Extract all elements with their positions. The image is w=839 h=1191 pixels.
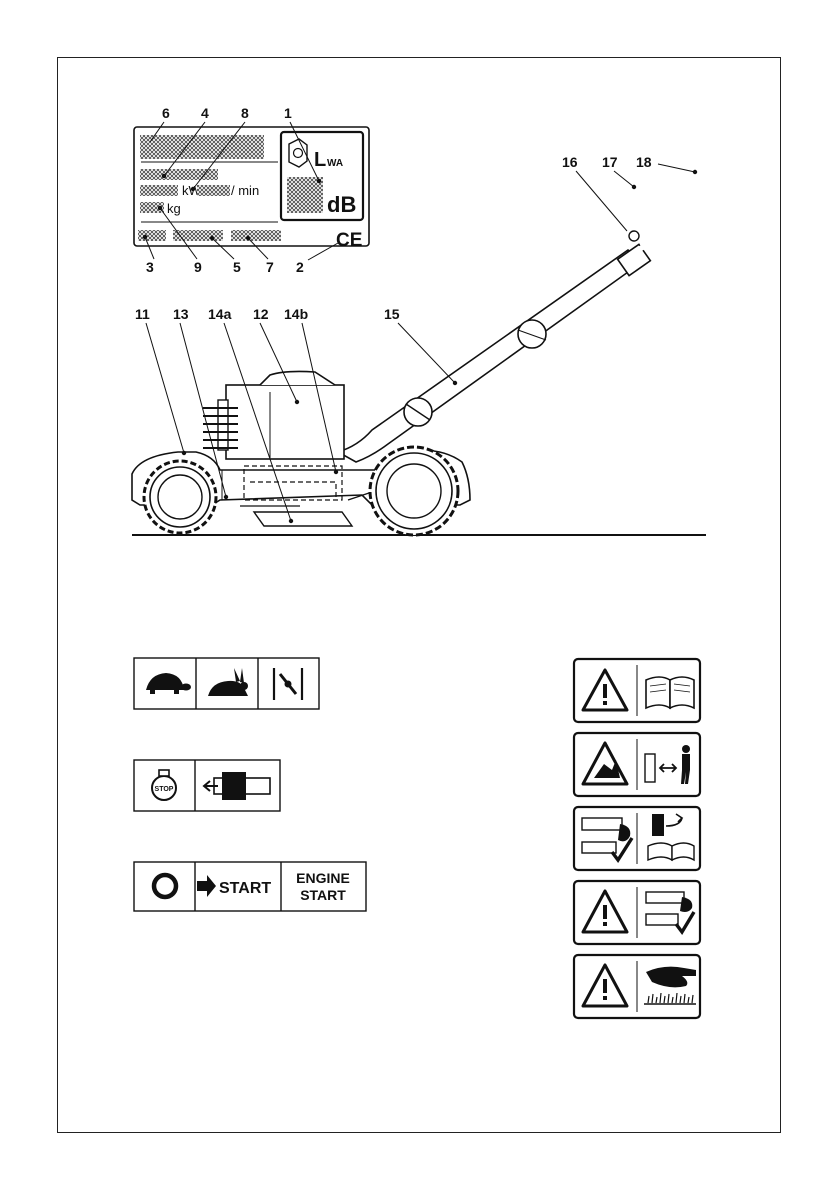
field-3 — [138, 230, 166, 241]
start-symbol-strip: START ENGINE START — [134, 862, 366, 911]
field-7 — [231, 230, 281, 241]
callout-13: 13 — [173, 306, 189, 322]
callout-7: 7 — [266, 259, 274, 275]
callout-14a: 14a — [208, 306, 232, 322]
mulching-plug — [254, 512, 352, 526]
sound-power-box: L WA dB — [281, 132, 363, 220]
speed-field — [197, 185, 230, 196]
stop-label: STOP — [155, 786, 174, 793]
manufacturer-field — [140, 135, 264, 159]
callout-2: 2 — [296, 259, 304, 275]
callout-18: 18 — [636, 154, 652, 170]
callout-9: 9 — [194, 259, 202, 275]
mass-unit-label: kg — [167, 201, 181, 216]
speed-symbol-strip — [134, 658, 319, 709]
stop-symbol-strip: STOP — [134, 760, 280, 811]
lwa-symbol-sub: WA — [327, 158, 343, 169]
speaker-icon — [289, 139, 307, 167]
front-wheel — [144, 461, 216, 533]
callout-12: 12 — [253, 306, 269, 322]
callout-5: 5 — [233, 259, 241, 275]
callout-16: 16 — [562, 154, 578, 170]
blade-stop-warning — [574, 881, 700, 944]
db-unit-label: dB — [327, 192, 356, 217]
callout-17: 17 — [602, 154, 618, 170]
callout-8: 8 — [241, 105, 249, 121]
engine-start-line1: ENGINE — [296, 870, 350, 886]
rear-wheel — [370, 447, 458, 535]
speed-unit-label: / min — [231, 183, 259, 198]
callout-14b: 14b — [284, 306, 308, 322]
read-manual-warning — [574, 659, 700, 722]
rating-plate: kW / min kg L WA dB CE — [134, 127, 369, 251]
hand-blade-warning — [574, 955, 700, 1018]
callout-15: 15 — [384, 306, 400, 322]
ce-mark: CE — [336, 230, 362, 251]
throttle-knob — [629, 231, 639, 241]
callout-6: 6 — [162, 105, 170, 121]
open-book-icon — [646, 677, 694, 708]
callout-11: 11 — [135, 306, 150, 322]
engine-start-line2: START — [300, 887, 346, 903]
disconnect-plug-warning — [574, 807, 700, 870]
model-field — [140, 169, 218, 180]
power-field — [140, 185, 178, 196]
callout-1: 1 — [284, 105, 292, 121]
thrown-objects-warning — [574, 733, 700, 796]
handle-knob-upper — [518, 320, 546, 348]
callout-3: 3 — [146, 259, 154, 275]
lwa-symbol-main: L — [314, 149, 326, 171]
start-label: START — [219, 880, 271, 897]
callout-4: 4 — [201, 105, 209, 121]
